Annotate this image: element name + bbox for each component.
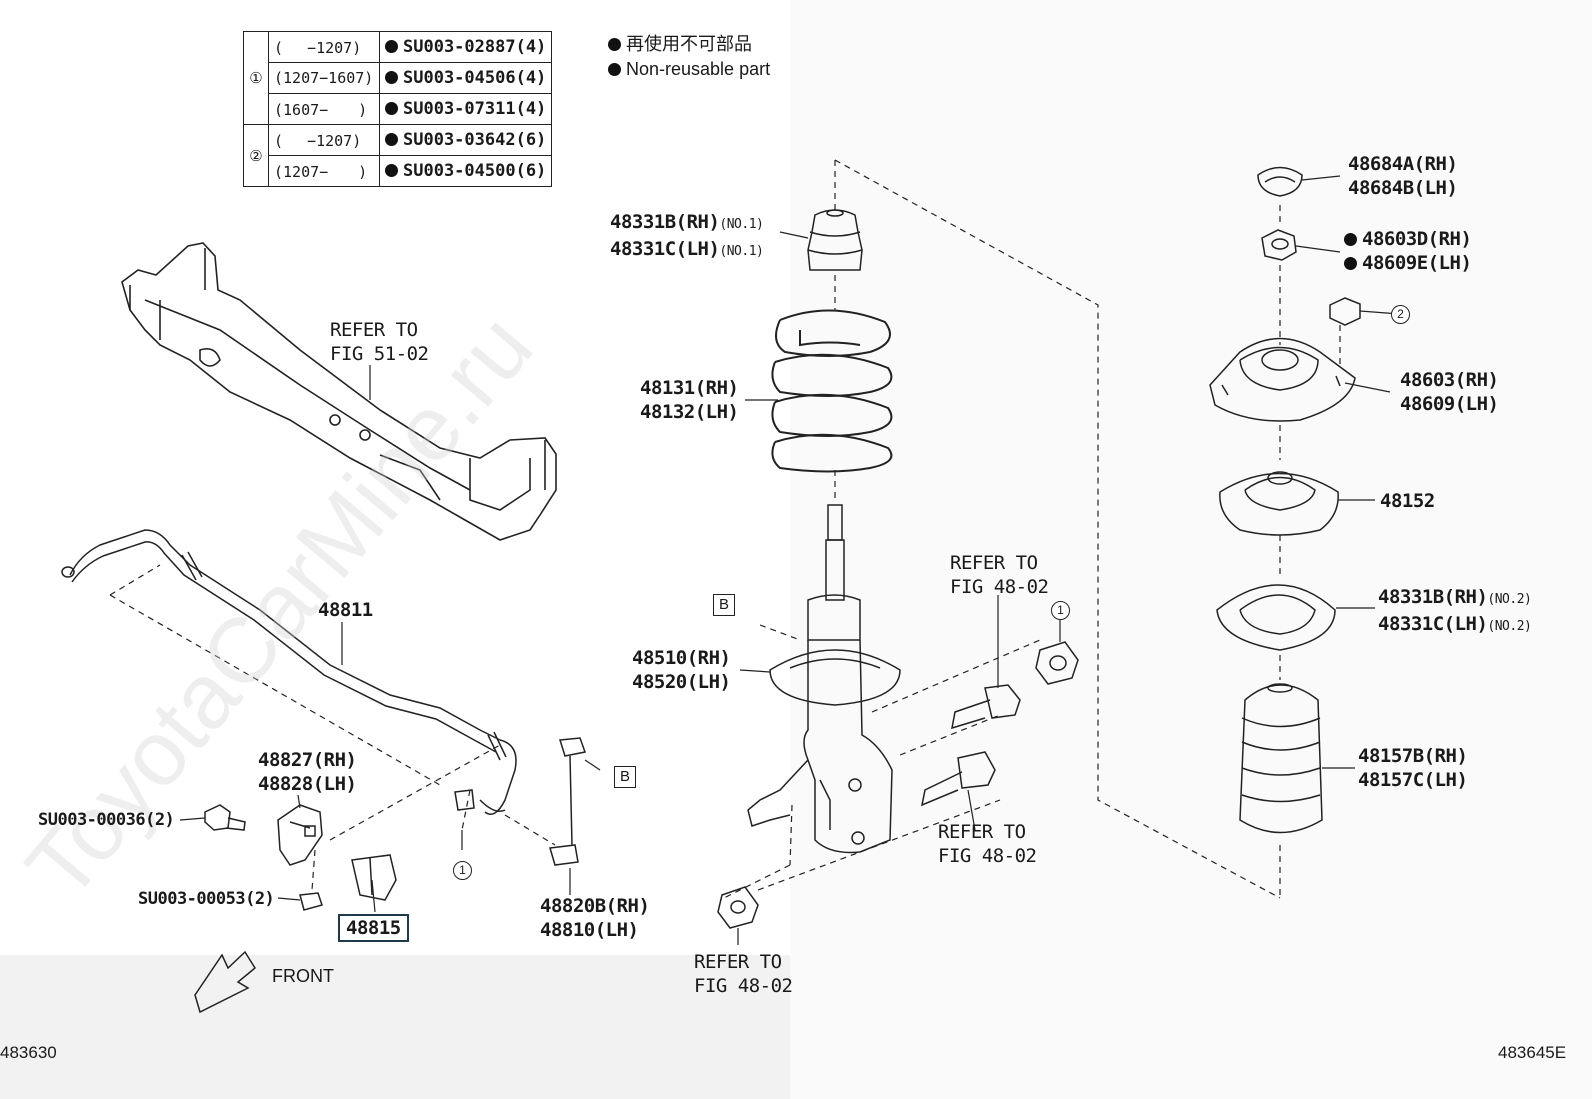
part-cell: SU003-03642(6) bbox=[378, 124, 553, 156]
callout-b-link: B bbox=[614, 766, 636, 788]
part-48510-label[interactable]: 48510(RH)48520(LH) bbox=[632, 647, 731, 693]
non-reusable-dot-icon bbox=[385, 133, 398, 146]
part-48815-label[interactable]: 48815 bbox=[338, 914, 409, 942]
range-cell: ( −1207) bbox=[268, 124, 380, 156]
range-cell: ( −1207) bbox=[268, 31, 380, 63]
table-row: (1607− ) SU003-07311(4) bbox=[244, 93, 553, 125]
part-cell: SU003-04506(4) bbox=[378, 62, 553, 94]
part-cell: SU003-07311(4) bbox=[378, 93, 553, 125]
legend-en: Non-reusable part bbox=[608, 57, 770, 82]
legend: 再使用不可部品 Non-reusable part bbox=[608, 32, 770, 82]
non-reusable-dot-icon bbox=[385, 164, 398, 177]
crossmember-drawing bbox=[121, 242, 557, 541]
part-su003-00053-label[interactable]: SU003-00053(2) bbox=[138, 889, 275, 909]
part-su003-00036-label[interactable]: SU003-00036(2) bbox=[38, 810, 175, 830]
stabilizer-small-parts bbox=[204, 737, 586, 911]
part-48811-label[interactable]: 48811 bbox=[318, 599, 373, 621]
non-reusable-dot-icon bbox=[1344, 257, 1357, 270]
part-code-table: ① ( −1207) SU003-02887(4) (1207−1607) SU… bbox=[243, 31, 553, 187]
non-reusable-dot-icon bbox=[385, 71, 398, 84]
part-48603-label[interactable]: 48603(RH)48609(LH) bbox=[1400, 369, 1499, 415]
front-arrow-icon bbox=[194, 950, 256, 1014]
part-48157-label[interactable]: 48157B(RH)48157C(LH) bbox=[1358, 745, 1468, 791]
part-48684-label[interactable]: 48684A(RH)48684B(LH) bbox=[1348, 153, 1458, 199]
figure-id-left: 483630 bbox=[0, 1043, 57, 1062]
group-cell: ① bbox=[243, 31, 269, 125]
part-48827-label[interactable]: 48827(RH)48828(LH) bbox=[258, 749, 357, 795]
stabilizer-bar-drawing bbox=[61, 529, 517, 815]
part-48331-no2-label[interactable]: 48331B(RH)(NO.2) 48331C(LH)(NO.2) bbox=[1378, 586, 1532, 635]
legend-dot-icon bbox=[608, 38, 621, 51]
range-cell: (1607− ) bbox=[268, 93, 380, 125]
dashed-guide-lines bbox=[109, 159, 1341, 901]
part-48331-no1-label[interactable]: 48331B(RH)(NO.1) 48331C(LH)(NO.1) bbox=[610, 211, 764, 260]
table-row: (1207−1607) SU003-04506(4) bbox=[244, 62, 553, 94]
leader-lines bbox=[179, 175, 1401, 945]
legend-dot-icon bbox=[608, 63, 621, 76]
table-row: ① ( −1207) SU003-02887(4) bbox=[243, 31, 553, 125]
upper-mount-stack bbox=[1209, 166, 1361, 834]
range-cell: (1207−1607) bbox=[268, 62, 380, 94]
figure-id-right: 483645E bbox=[1498, 1043, 1567, 1062]
part-48820-label[interactable]: 48820B(RH)48810(LH) bbox=[540, 895, 650, 941]
callout-1-nut: 1 bbox=[1051, 601, 1070, 620]
bump-stopper-drawing bbox=[807, 209, 863, 271]
non-reusable-dot-icon bbox=[385, 40, 398, 53]
diagram-sheet-right bbox=[790, 0, 1592, 1099]
legend-jp: 再使用不可部品 bbox=[608, 32, 770, 57]
front-label: FRONT bbox=[272, 966, 334, 986]
strut-bolts bbox=[717, 641, 1079, 929]
callout-1-stabilizer: 1 bbox=[453, 861, 472, 880]
callout-2-nut: 2 bbox=[1391, 305, 1410, 324]
part-48152-label[interactable]: 48152 bbox=[1380, 490, 1435, 512]
range-cell: (1207− ) bbox=[268, 155, 380, 187]
part-48131-label[interactable]: 48131(RH)48132(LH) bbox=[640, 377, 739, 423]
part-cell: SU003-04500(6) bbox=[378, 155, 553, 187]
group-cell: ② bbox=[243, 124, 269, 187]
table-row: (1207− ) SU003-04500(6) bbox=[244, 155, 553, 187]
callout-b-strut: B bbox=[713, 594, 735, 616]
part-cell: SU003-02887(4) bbox=[378, 31, 553, 63]
table-row: ② ( −1207) SU003-03642(6) bbox=[243, 124, 553, 187]
coil-spring-drawing bbox=[771, 309, 893, 473]
non-reusable-dot-icon bbox=[385, 102, 398, 115]
shock-absorber-drawing bbox=[747, 504, 901, 854]
non-reusable-dot-icon bbox=[1344, 233, 1357, 246]
part-48603d-label[interactable]: 48603D(RH) 48609E(LH) bbox=[1344, 227, 1472, 275]
